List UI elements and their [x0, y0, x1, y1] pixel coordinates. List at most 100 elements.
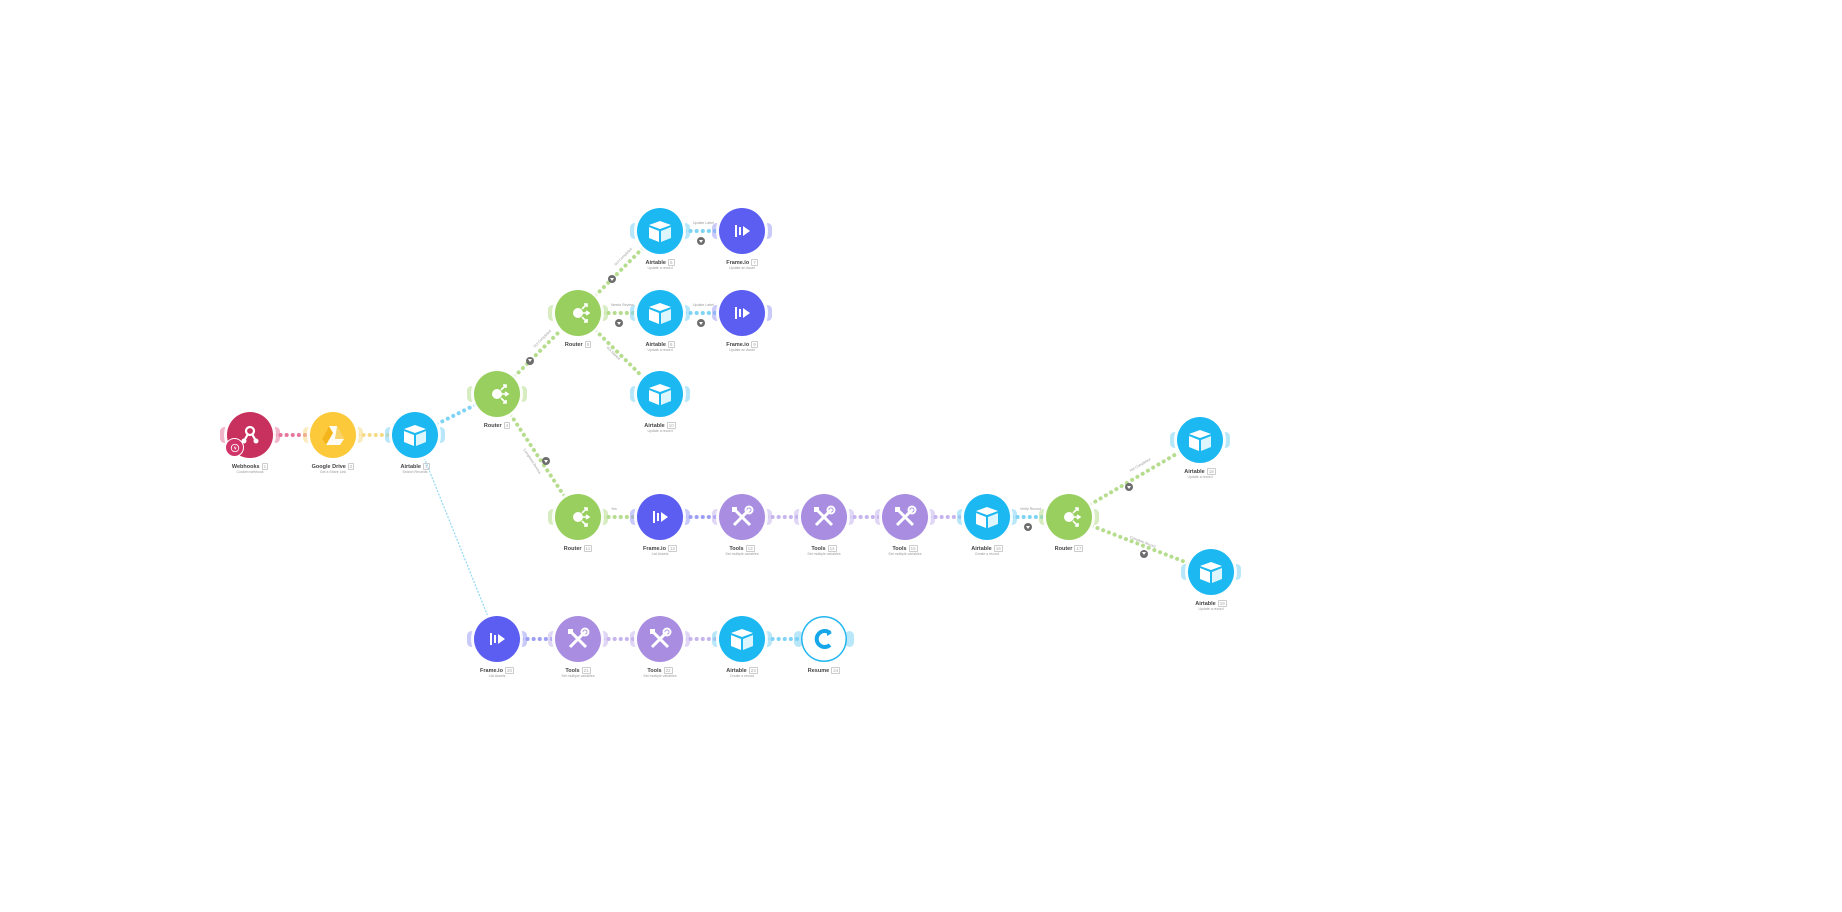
input-handle[interactable] — [712, 631, 721, 647]
airtable-module-button[interactable] — [637, 208, 683, 254]
input-handle[interactable] — [385, 427, 394, 443]
input-handle[interactable] — [1039, 509, 1048, 525]
output-handle[interactable] — [681, 223, 690, 239]
input-handle[interactable] — [712, 223, 721, 239]
tools-module-button[interactable] — [801, 494, 847, 540]
input-handle[interactable] — [712, 509, 721, 525]
input-handle[interactable] — [548, 631, 557, 647]
output-handle[interactable] — [681, 631, 690, 647]
module-name: Airtable — [971, 546, 992, 552]
frameio-module-button[interactable] — [474, 616, 520, 662]
gdrive-module-button[interactable] — [310, 412, 356, 458]
filter-icon[interactable] — [607, 275, 616, 284]
airtable-module-button[interactable] — [1177, 417, 1223, 463]
output-handle[interactable] — [354, 427, 363, 443]
input-handle[interactable] — [794, 631, 803, 647]
output-handle[interactable] — [518, 386, 527, 402]
input-handle[interactable] — [548, 305, 557, 321]
input-handle[interactable] — [630, 386, 639, 402]
filter-icon[interactable] — [1024, 523, 1032, 531]
input-handle[interactable] — [630, 305, 639, 321]
output-handle[interactable] — [681, 509, 690, 525]
airtable-box-icon — [973, 503, 1001, 531]
frameio-module-button[interactable] — [637, 494, 683, 540]
filter-icon[interactable] — [1139, 549, 1148, 558]
router-module-button[interactable] — [555, 494, 601, 540]
output-handle[interactable] — [599, 305, 608, 321]
connection-router4-to-airtable_e[interactable] — [1067, 438, 1202, 519]
filter-icon[interactable] — [526, 356, 535, 365]
input-handle[interactable] — [630, 223, 639, 239]
output-handle[interactable] — [271, 427, 280, 443]
output-handle[interactable] — [1232, 564, 1241, 580]
airtable-module-button[interactable] — [964, 494, 1010, 540]
airtable-module-button[interactable] — [637, 290, 683, 336]
output-handle[interactable] — [1008, 509, 1017, 525]
router-module-button[interactable] — [555, 290, 601, 336]
tools-module-button[interactable] — [719, 494, 765, 540]
module-action: Custom webhook — [236, 470, 264, 474]
input-handle[interactable] — [630, 509, 639, 525]
filter-label[interactable]: Yes — [611, 507, 617, 511]
input-handle[interactable] — [548, 509, 557, 525]
frameio-module-button[interactable] — [719, 208, 765, 254]
router-module-button[interactable] — [1046, 494, 1092, 540]
input-handle[interactable] — [303, 427, 312, 443]
output-handle[interactable] — [681, 305, 690, 321]
input-handle[interactable] — [712, 305, 721, 321]
output-handle[interactable] — [518, 631, 527, 647]
filter-icon[interactable] — [615, 319, 623, 327]
output-handle[interactable] — [763, 223, 772, 239]
module-action: Update an Asset — [729, 348, 755, 352]
connection-router4-to-airtable_f[interactable] — [1067, 515, 1213, 574]
filter-label[interactable]: Update Label — [693, 221, 714, 225]
output-handle[interactable] — [681, 386, 690, 402]
airtable-module-button[interactable] — [392, 412, 438, 458]
output-handle[interactable] — [926, 509, 935, 525]
tools-module-button[interactable] — [637, 616, 683, 662]
airtable-module-button[interactable] — [1188, 549, 1234, 595]
input-handle[interactable] — [794, 509, 803, 525]
airtable-module-button[interactable] — [719, 616, 765, 662]
output-handle[interactable] — [845, 631, 854, 647]
tools-module-button[interactable] — [882, 494, 928, 540]
router-module-button[interactable] — [474, 371, 520, 417]
module-number-badge: 17 — [1074, 545, 1084, 552]
output-handle[interactable] — [1090, 509, 1099, 525]
airtable-module-button[interactable] — [637, 371, 683, 417]
filter-label[interactable]: Update Label — [693, 303, 714, 307]
input-handle[interactable] — [957, 509, 966, 525]
output-handle[interactable] — [599, 631, 608, 647]
output-handle[interactable] — [1221, 432, 1230, 448]
input-handle[interactable] — [1170, 432, 1179, 448]
input-handle[interactable] — [467, 631, 476, 647]
input-handle[interactable] — [467, 386, 476, 402]
output-handle[interactable] — [845, 509, 854, 525]
input-handle[interactable] — [220, 427, 229, 443]
module-action: List Assets — [651, 552, 669, 556]
input-handle[interactable] — [875, 509, 884, 525]
resume-module-button[interactable] — [801, 616, 847, 662]
output-handle[interactable] — [763, 509, 772, 525]
filter-icon[interactable] — [541, 456, 550, 465]
module-action: Update an Asset — [729, 266, 755, 270]
filter-icon[interactable] — [1125, 483, 1134, 492]
input-handle[interactable] — [630, 631, 639, 647]
output-handle[interactable] — [436, 427, 445, 443]
module-name: Tools — [892, 546, 907, 552]
output-handle[interactable] — [763, 305, 772, 321]
filter-label[interactable]: Needs Review — [611, 303, 634, 307]
output-handle[interactable] — [599, 509, 608, 525]
filter-icon[interactable] — [697, 319, 705, 327]
filter-icon[interactable] — [697, 237, 705, 245]
filter-label[interactable]: Verify Record — [1020, 507, 1042, 511]
connection-router1-to-router3[interactable] — [495, 392, 580, 519]
frameio-module-button[interactable] — [719, 290, 765, 336]
output-handle[interactable] — [763, 631, 772, 647]
module-action: Set multiple variables — [888, 552, 922, 556]
input-handle[interactable] — [1181, 564, 1190, 580]
tools-module-button[interactable] — [555, 616, 601, 662]
